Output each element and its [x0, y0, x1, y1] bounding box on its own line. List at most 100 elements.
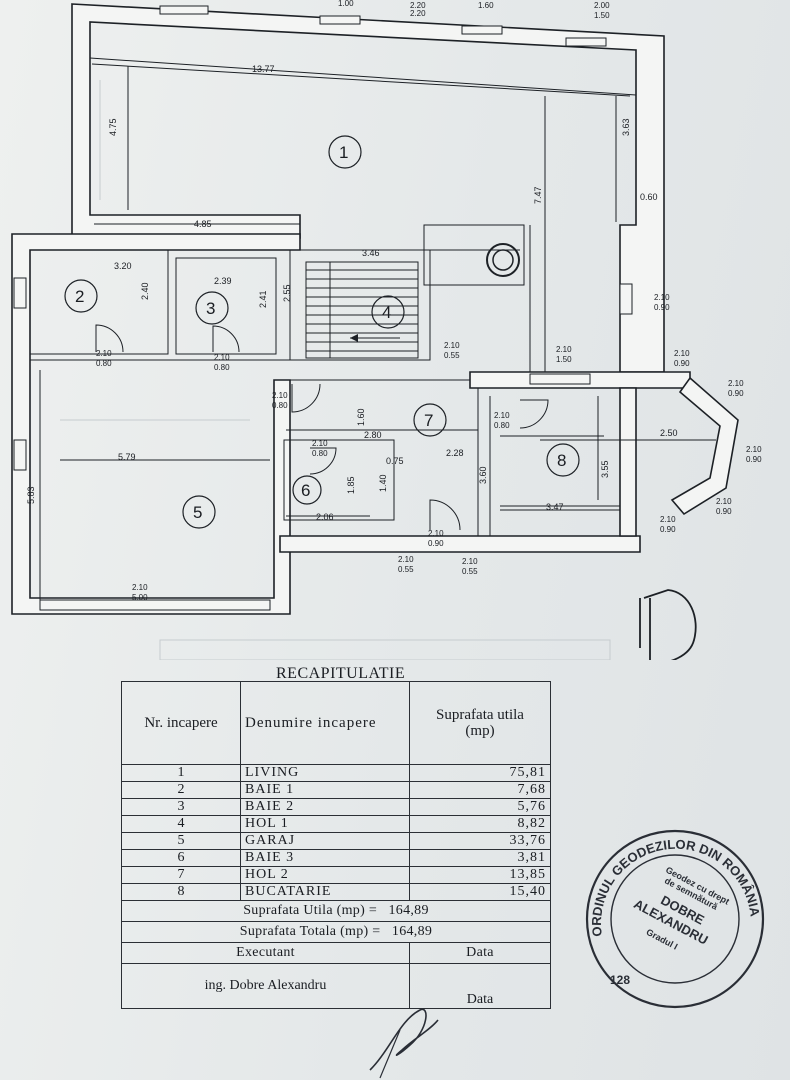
dim-hol2-height: 1.60	[356, 408, 366, 426]
dim-garaj-door2: 0.80	[272, 401, 288, 410]
dim-living-x: 0.60	[640, 192, 658, 202]
room-marker-3: 3	[195, 291, 229, 325]
bottom-wall	[279, 535, 641, 553]
dim-door-b1: 2.10	[214, 353, 230, 362]
windows	[13, 5, 633, 611]
svg-text:4: 4	[382, 303, 391, 322]
date-label-1: Data	[409, 942, 551, 964]
dim-win-f2: 0.90	[746, 455, 762, 464]
dim-door-a2: 0.80	[96, 359, 112, 368]
bay-window	[670, 376, 739, 516]
dim-baie2-height: 2.41	[258, 290, 268, 308]
stamp-number: 128	[610, 973, 630, 987]
dim-entry-door2: 0.90	[428, 539, 444, 548]
dim-baie1-height: 2.40	[140, 282, 150, 300]
dim-win-b1: 2.10	[556, 345, 572, 354]
room-marker-6: 6	[292, 475, 322, 505]
total-area-value: 164,89	[391, 924, 433, 939]
dim-garaj-gate2: 5.00	[132, 593, 148, 602]
room-marker-4: 4	[371, 295, 405, 329]
dim-win-f1: 2.10	[746, 445, 762, 454]
dim-hol2-width: 2.80	[364, 430, 382, 440]
svg-text:6: 6	[301, 481, 310, 500]
dim-hol1-height: 2.55	[282, 284, 292, 302]
dim-kitchen-width2: 3.47	[546, 502, 564, 512]
recap-header-row: Nr. incapere Denumire incapere Suprafata…	[121, 681, 551, 765]
dim-kitchen-height: 3.55	[600, 460, 610, 478]
official-stamp: ORDINUL GEODEZILOR DIN ROMÂNIA Geodez cu…	[585, 829, 765, 1009]
svg-text:1: 1	[339, 143, 348, 162]
dim-hol1-width: 3.46	[362, 248, 380, 258]
dim-win-g2: 0.90	[716, 507, 732, 516]
dim-kitchen-door1: 2.10	[494, 411, 510, 420]
dim-living-depth: 7.47	[533, 186, 543, 204]
dim-win-e1: 2.10	[728, 379, 744, 388]
date-label-2: Data	[409, 963, 551, 1009]
room-markers: 1 2 3 4 5 6 7 8	[64, 135, 580, 529]
svg-text:7: 7	[424, 411, 433, 430]
dim-top-d1: 2.00	[594, 1, 610, 10]
dim-win-a1: 2.10	[444, 341, 460, 350]
dim-living-width: 13.77	[252, 64, 275, 74]
svg-text:3: 3	[206, 299, 215, 318]
dim-win-j1: 2.10	[462, 557, 478, 566]
total-area-label: Suprafata Totala (mp) =	[239, 924, 381, 939]
dim-top-d2: 1.50	[594, 11, 610, 20]
north-marker: P	[639, 589, 697, 660]
dimension-lines	[39, 63, 631, 600]
dim-top-a: 1.00	[338, 0, 354, 8]
engineer-row: ing. Dobre Alexandru Data	[121, 963, 551, 1009]
kitchen-right-wall	[619, 387, 637, 537]
door-swings	[95, 324, 549, 531]
recap-title: RECAPITULATIE	[276, 665, 406, 682]
dim-kitchen-door2: 0.80	[494, 421, 510, 430]
dim-garaj-door1: 2.10	[272, 391, 288, 400]
col-name-header: Denumire incapere	[240, 681, 410, 765]
dim-garaj-gate1: 2.10	[132, 583, 148, 592]
dim-baie3-h1: 1.85	[346, 476, 356, 494]
recap-table: Nr. incapere Denumire incapere Suprafata…	[121, 681, 551, 1080]
dim-garaj-height: 5.83	[26, 486, 36, 504]
dim-win-h1: 2.10	[660, 515, 676, 524]
executant-row: Executant Data	[121, 942, 551, 964]
dim-win-d1: 2.10	[674, 349, 690, 358]
signature	[369, 1008, 439, 1079]
room-marker-7: 7	[413, 403, 447, 437]
dim-win-e2: 0.90	[728, 389, 744, 398]
dim-kitchen-width: 2.50	[660, 428, 678, 438]
dim-top-b2: 2.20	[410, 9, 426, 18]
dim-door-a1: 2.10	[96, 349, 112, 358]
paper-bleed-through	[60, 80, 611, 660]
svg-text:2: 2	[75, 287, 84, 306]
useful-area-row: Suprafata Utila (mp) = 164,89	[121, 900, 551, 922]
total-area-row: Suprafata Totala (mp) = 164,89	[121, 921, 551, 943]
interior-walls	[29, 57, 716, 536]
room-marker-5: 5	[182, 495, 216, 529]
dim-baie3-door1: 2.10	[312, 439, 328, 448]
executant-label: Executant	[121, 942, 410, 964]
dim-garaj-width: 5.79	[118, 452, 136, 462]
dim-living-right: 3.63	[621, 118, 631, 136]
stair-arrow-icon	[350, 334, 358, 342]
dim-win-i2: 0.55	[398, 565, 414, 574]
engineer-name: ing. Dobre Alexandru	[121, 963, 410, 1009]
room-marker-8: 8	[546, 443, 580, 477]
col-number-header: Nr. incapere	[121, 681, 241, 765]
useful-area-label: Suprafata Utila (mp) =	[243, 903, 378, 918]
column-icon	[486, 243, 520, 277]
dim-hol2-075: 0.75	[386, 456, 404, 466]
dim-top-c: 1.60	[478, 1, 494, 10]
dim-win-i1: 2.10	[398, 555, 414, 564]
dim-hol2-h2: 3.60	[478, 466, 488, 484]
dim-win-g1: 2.10	[716, 497, 732, 506]
living-wall	[71, 3, 665, 373]
dim-living-w2: 4.85	[194, 219, 212, 229]
dim-win-c1: 2.10	[654, 293, 670, 302]
